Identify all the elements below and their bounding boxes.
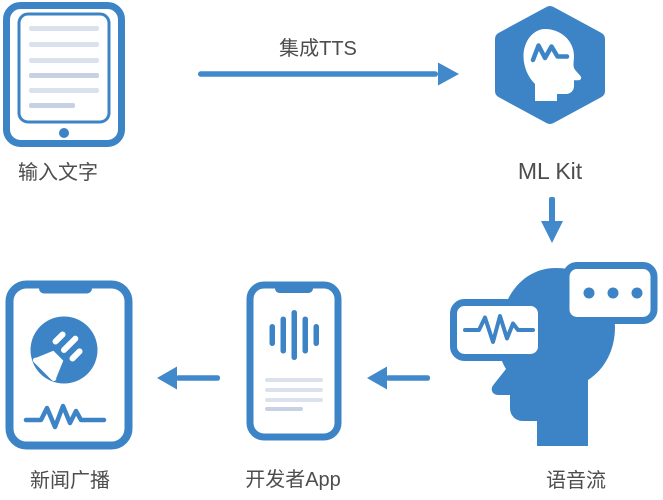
phone-audio-waveform-icon <box>246 281 342 441</box>
tablet-document-icon <box>3 2 125 147</box>
right-arrow-icon <box>198 62 459 86</box>
app-text-lines <box>265 378 323 411</box>
mlkit-hexagon-head-icon <box>495 6 605 124</box>
developer-app-label: 开发者App <box>245 469 341 491</box>
left-arrow-app-to-broadcast-icon <box>157 366 220 390</box>
phone-notch <box>39 283 92 294</box>
input-text-label: 输入文字 <box>18 162 98 184</box>
ellipsis-dots <box>583 287 643 299</box>
phone-news-speaker-icon <box>5 280 133 450</box>
news-broadcast-label: 新闻广播 <box>30 470 110 492</box>
down-arrow-icon <box>541 197 563 243</box>
ml-monogram <box>530 43 570 63</box>
head-speech-bubbles-icon <box>450 262 658 446</box>
tablet-home-button <box>59 128 69 138</box>
mlkit-label: ML Kit <box>517 158 583 184</box>
integrate-tts-label: 集成TTS <box>279 38 357 60</box>
voice-stream-label: 语音流 <box>546 470 606 492</box>
phone-notch <box>275 284 313 293</box>
audio-waveform-bars <box>269 310 319 360</box>
bubble-waveform-line <box>463 314 535 344</box>
broadcast-waveform-line <box>23 403 107 430</box>
tablet-screen <box>17 12 111 124</box>
document-text-lines <box>29 26 99 108</box>
megaphone-icon <box>32 331 83 382</box>
left-arrow-voice-to-app-icon <box>367 366 430 390</box>
